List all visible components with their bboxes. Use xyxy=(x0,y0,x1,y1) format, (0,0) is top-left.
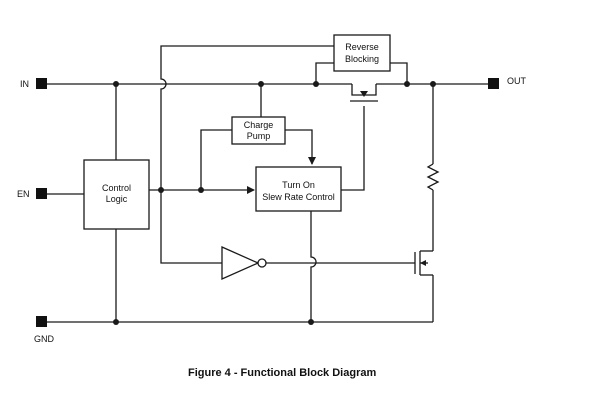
reverse-blocking-block: Reverse Blocking xyxy=(333,34,391,72)
charge-pump-block: Charge Pump xyxy=(231,116,286,145)
turn-on-slew-rate-block: Turn On Slew Rate Control xyxy=(255,166,342,212)
pass-mosfet xyxy=(350,84,378,102)
junction-dots xyxy=(113,81,436,325)
pin-en-label: EN xyxy=(17,189,30,199)
pulldown-mosfet xyxy=(414,250,433,276)
pin-out xyxy=(488,78,499,89)
turn-on-label-2: Slew Rate Control xyxy=(262,192,335,202)
wires xyxy=(46,45,488,323)
reverse-blocking-label-1: Reverse xyxy=(345,42,379,52)
inverter xyxy=(221,245,267,281)
pin-in-label: IN xyxy=(20,79,29,89)
figure-caption: Figure 4 - Functional Block Diagram xyxy=(188,367,376,379)
control-logic-label-1: Control xyxy=(102,183,131,193)
pin-gnd xyxy=(36,316,47,327)
turn-on-label-1: Turn On xyxy=(282,180,315,190)
charge-pump-label-2: Pump xyxy=(247,131,271,141)
pin-out-label: OUT xyxy=(507,76,527,86)
pin-en xyxy=(36,188,47,199)
pin-gnd-label: GND xyxy=(34,334,55,344)
control-logic-label-2: Logic xyxy=(106,194,128,204)
reverse-blocking-label-2: Blocking xyxy=(345,54,379,64)
pin-in xyxy=(36,78,47,89)
charge-pump-label-1: Charge xyxy=(244,120,274,130)
control-logic-block: Control Logic xyxy=(83,159,150,230)
